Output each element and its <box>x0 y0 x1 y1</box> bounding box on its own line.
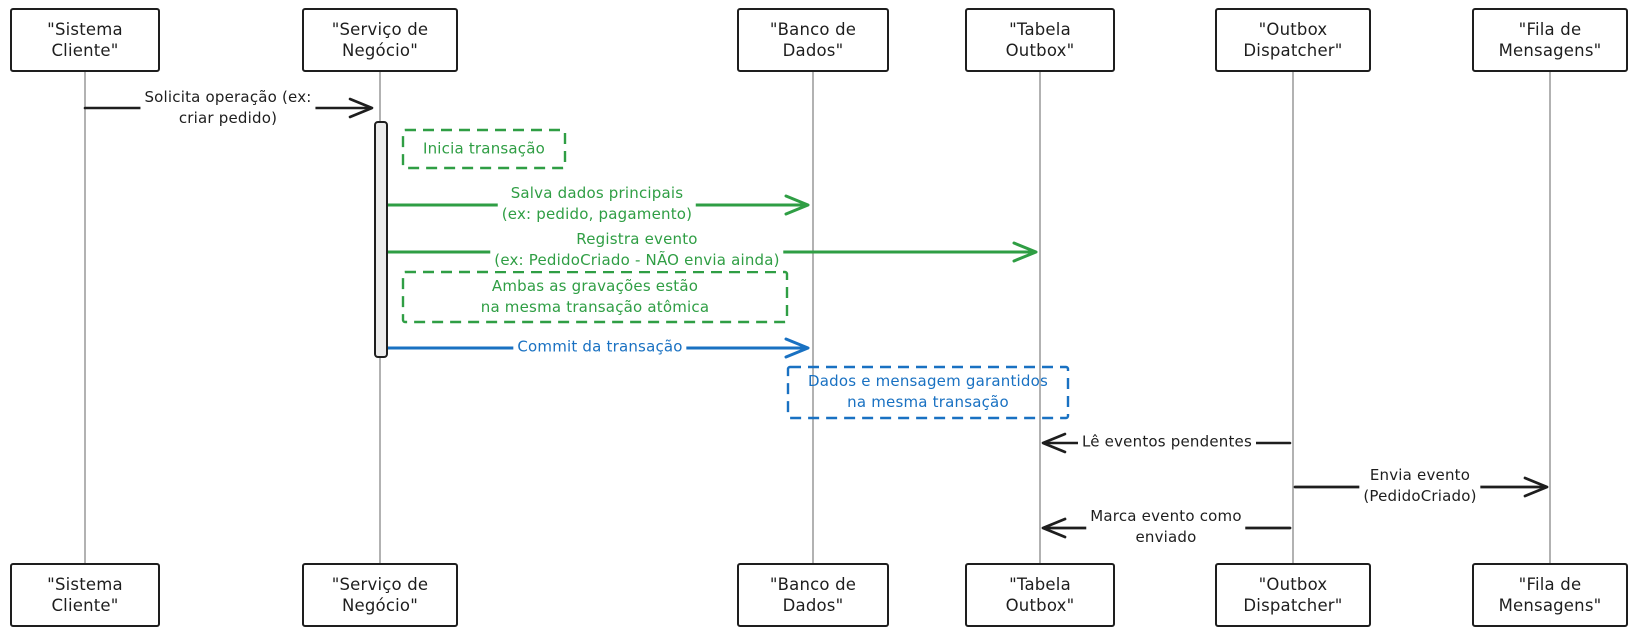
participant-bottom-sistema-cliente: "Sistema Cliente" <box>10 563 160 627</box>
participant-label: "Banco de Dados" <box>769 20 857 60</box>
participant-top-tabela-outbox: "Tabela Outbox" <box>965 8 1115 72</box>
message-line: Lê eventos pendentes <box>1081 432 1253 451</box>
note-line: Inicia transação <box>422 139 546 158</box>
participant-top-fila-mensagens: "Fila de Mensagens" <box>1472 8 1628 72</box>
participant-label: "Serviço de Negócio" <box>331 575 429 615</box>
message-line: Registra evento <box>576 230 698 248</box>
note-dados-garantidos: Dados e mensagem garantidos na mesma tra… <box>808 371 1048 413</box>
participant-label: "Fila de Mensagens" <box>1498 575 1602 615</box>
message-line: Envia evento <box>1369 466 1471 484</box>
participant-label: "Banco de Dados" <box>769 575 857 615</box>
message-line: enviado <box>1135 528 1197 546</box>
message-line: (PedidoCriado) <box>1363 487 1477 505</box>
message-line: Marca evento como <box>1090 507 1242 525</box>
note-border-inicia-transacao <box>401 128 567 170</box>
participant-bottom-banco-dados: "Banco de Dados" <box>737 563 889 627</box>
message-line: (ex: pedido, pagamento) <box>501 205 693 223</box>
participant-bottom-outbox-dispatcher: "Outbox Dispatcher" <box>1215 563 1371 627</box>
message-label-commit-transacao: Commit da transação <box>513 336 687 358</box>
note-line: na mesma transação atômica <box>480 298 710 316</box>
participant-label: "Fila de Mensagens" <box>1498 20 1602 60</box>
message-label-marca-evento: Marca evento como enviado <box>1086 506 1246 548</box>
message-line: (ex: PedidoCriado - NÃO envia ainda) <box>494 251 780 269</box>
participant-bottom-fila-mensagens: "Fila de Mensagens" <box>1472 563 1628 627</box>
message-label-le-eventos: Lê eventos pendentes <box>1077 431 1257 453</box>
message-line: criar pedido) <box>178 109 278 127</box>
participant-label: "Serviço de Negócio" <box>331 20 429 60</box>
participant-top-banco-dados: "Banco de Dados" <box>737 8 889 72</box>
note-inicia-transacao: Inicia transação <box>423 139 545 160</box>
note-line: Ambas as gravações estão <box>491 277 699 295</box>
activation-bar-servico-negocio <box>374 121 388 358</box>
participant-label: "Outbox Dispatcher" <box>1243 575 1343 615</box>
participant-top-sistema-cliente: "Sistema Cliente" <box>10 8 160 72</box>
participant-label: "Tabela Outbox" <box>1005 575 1075 615</box>
message-label-registra-evento: Registra evento (ex: PedidoCriado - NÃO … <box>490 229 784 271</box>
message-line: Solicita operação (ex: <box>144 88 312 106</box>
participant-bottom-tabela-outbox: "Tabela Outbox" <box>965 563 1115 627</box>
participant-label: "Sistema Cliente" <box>47 575 123 615</box>
participant-label: "Outbox Dispatcher" <box>1243 20 1343 60</box>
message-line: Salva dados principais <box>510 184 684 202</box>
note-border-ambas-gravacoes <box>401 270 789 324</box>
note-ambas-gravacoes: Ambas as gravações estão na mesma transa… <box>481 276 710 318</box>
participant-top-outbox-dispatcher: "Outbox Dispatcher" <box>1215 8 1371 72</box>
note-border-dados-garantidos <box>786 365 1070 420</box>
message-line: Commit da transação <box>517 337 683 356</box>
note-line: Dados e mensagem garantidos <box>807 372 1049 390</box>
message-label-envia-evento: Envia evento (PedidoCriado) <box>1359 465 1481 507</box>
participant-label: "Sistema Cliente" <box>47 20 123 60</box>
message-label-solicita-operacao: Solicita operação (ex: criar pedido) <box>140 87 316 129</box>
participant-bottom-servico-negocio: "Serviço de Negócio" <box>302 563 458 627</box>
participant-top-servico-negocio: "Serviço de Negócio" <box>302 8 458 72</box>
participant-label: "Tabela Outbox" <box>1005 20 1075 60</box>
message-label-salva-dados: Salva dados principais (ex: pedido, paga… <box>497 183 697 225</box>
note-line: na mesma transação <box>847 393 1009 411</box>
